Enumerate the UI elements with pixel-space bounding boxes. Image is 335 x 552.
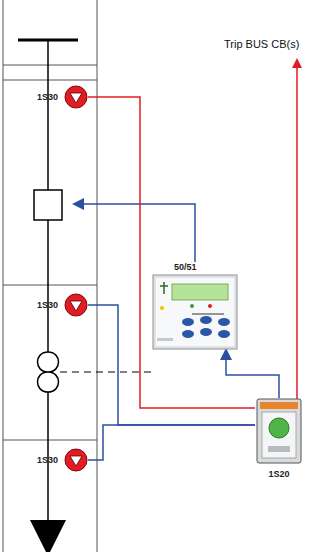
arc-sensor: 1S30 (37, 85, 88, 109)
unit-face (256, 398, 302, 464)
sensor-tag: 1S30 (37, 300, 58, 310)
sensor-symbol (64, 293, 88, 317)
signal-wire (88, 425, 255, 460)
sensor-tag: 1S30 (37, 92, 58, 102)
sensor-symbol (64, 448, 88, 472)
unit-label: 1S20 (255, 469, 303, 479)
relay-label: 50/51 (152, 262, 238, 272)
signal-wire (88, 97, 255, 408)
trip-label: Trip BUS CB(s) (224, 38, 299, 50)
arc-flash-unit: 1S20 (255, 398, 303, 479)
sensor-tag: 1S30 (37, 455, 58, 465)
relay-face (152, 274, 238, 350)
protection-relay: 50/51 (152, 262, 238, 350)
arc-sensor: 1S30 (37, 448, 88, 472)
signal-wire (226, 350, 279, 398)
arc-sensor: 1S30 (37, 293, 88, 317)
sensor-symbol (64, 85, 88, 109)
